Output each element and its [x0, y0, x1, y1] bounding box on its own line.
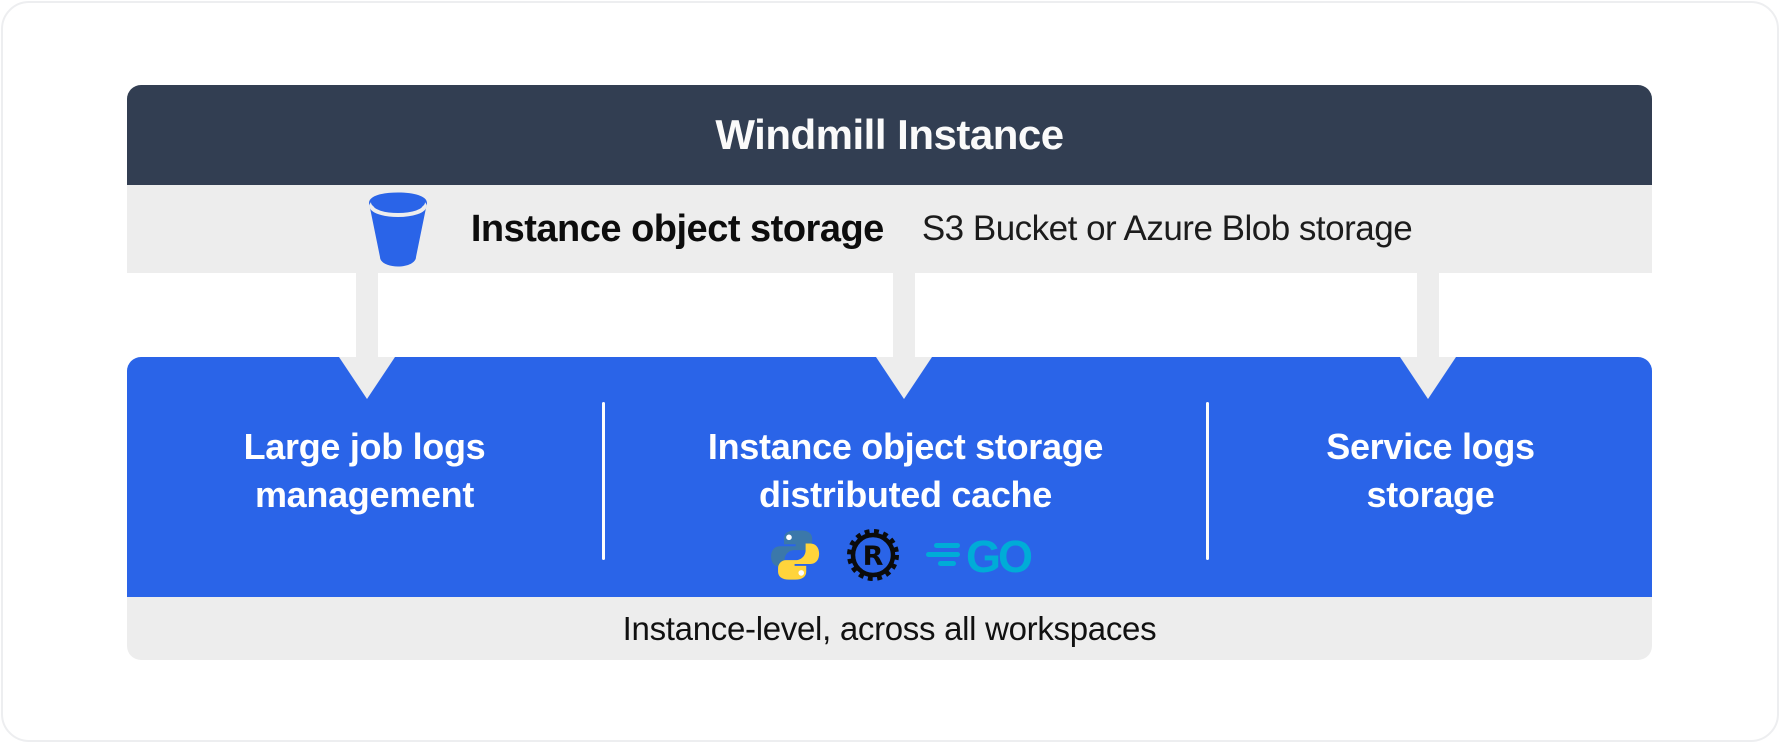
section-title: Service logs storage: [1326, 426, 1535, 515]
instance-object-storage-bar: Instance object storage S3 Bucket or Azu…: [127, 185, 1652, 273]
scope-footer: Instance-level, across all workspaces: [127, 597, 1652, 660]
down-arrow-icon: [876, 273, 932, 399]
storage-bar-sublabel: S3 Bucket or Azure Blob storage: [921, 209, 1413, 248]
go-icon: GO: [925, 531, 1042, 584]
section-divider: [602, 402, 605, 560]
section-title: Instance object storage distributed cach…: [707, 426, 1104, 515]
windmill-instance-diagram: Windmill Instance Instance object storag…: [127, 85, 1652, 660]
section-distributed-cache: Instance object storage distributed cach…: [605, 357, 1206, 597]
scope-footer-label: Instance-level, across all workspaces: [622, 609, 1157, 647]
bucket-icon: [367, 191, 429, 267]
instance-header: Windmill Instance: [127, 85, 1652, 185]
section-service-logs: Service logs storage: [1209, 357, 1652, 597]
rust-icon: R: [846, 528, 900, 587]
python-icon: [770, 529, 820, 586]
section-large-job-logs: Large job logs management: [127, 357, 602, 597]
down-arrow-icon: [339, 273, 395, 399]
section-title: Large job logs management: [243, 426, 486, 515]
down-arrow-icon: [1400, 273, 1456, 399]
page-title: Windmill Instance: [715, 111, 1064, 158]
svg-text:R: R: [862, 541, 883, 572]
storage-bar-label: Instance object storage: [470, 207, 884, 250]
language-icons-row: R GO: [770, 528, 1042, 586]
section-divider: [1206, 402, 1209, 560]
svg-text:GO: GO: [966, 531, 1032, 579]
